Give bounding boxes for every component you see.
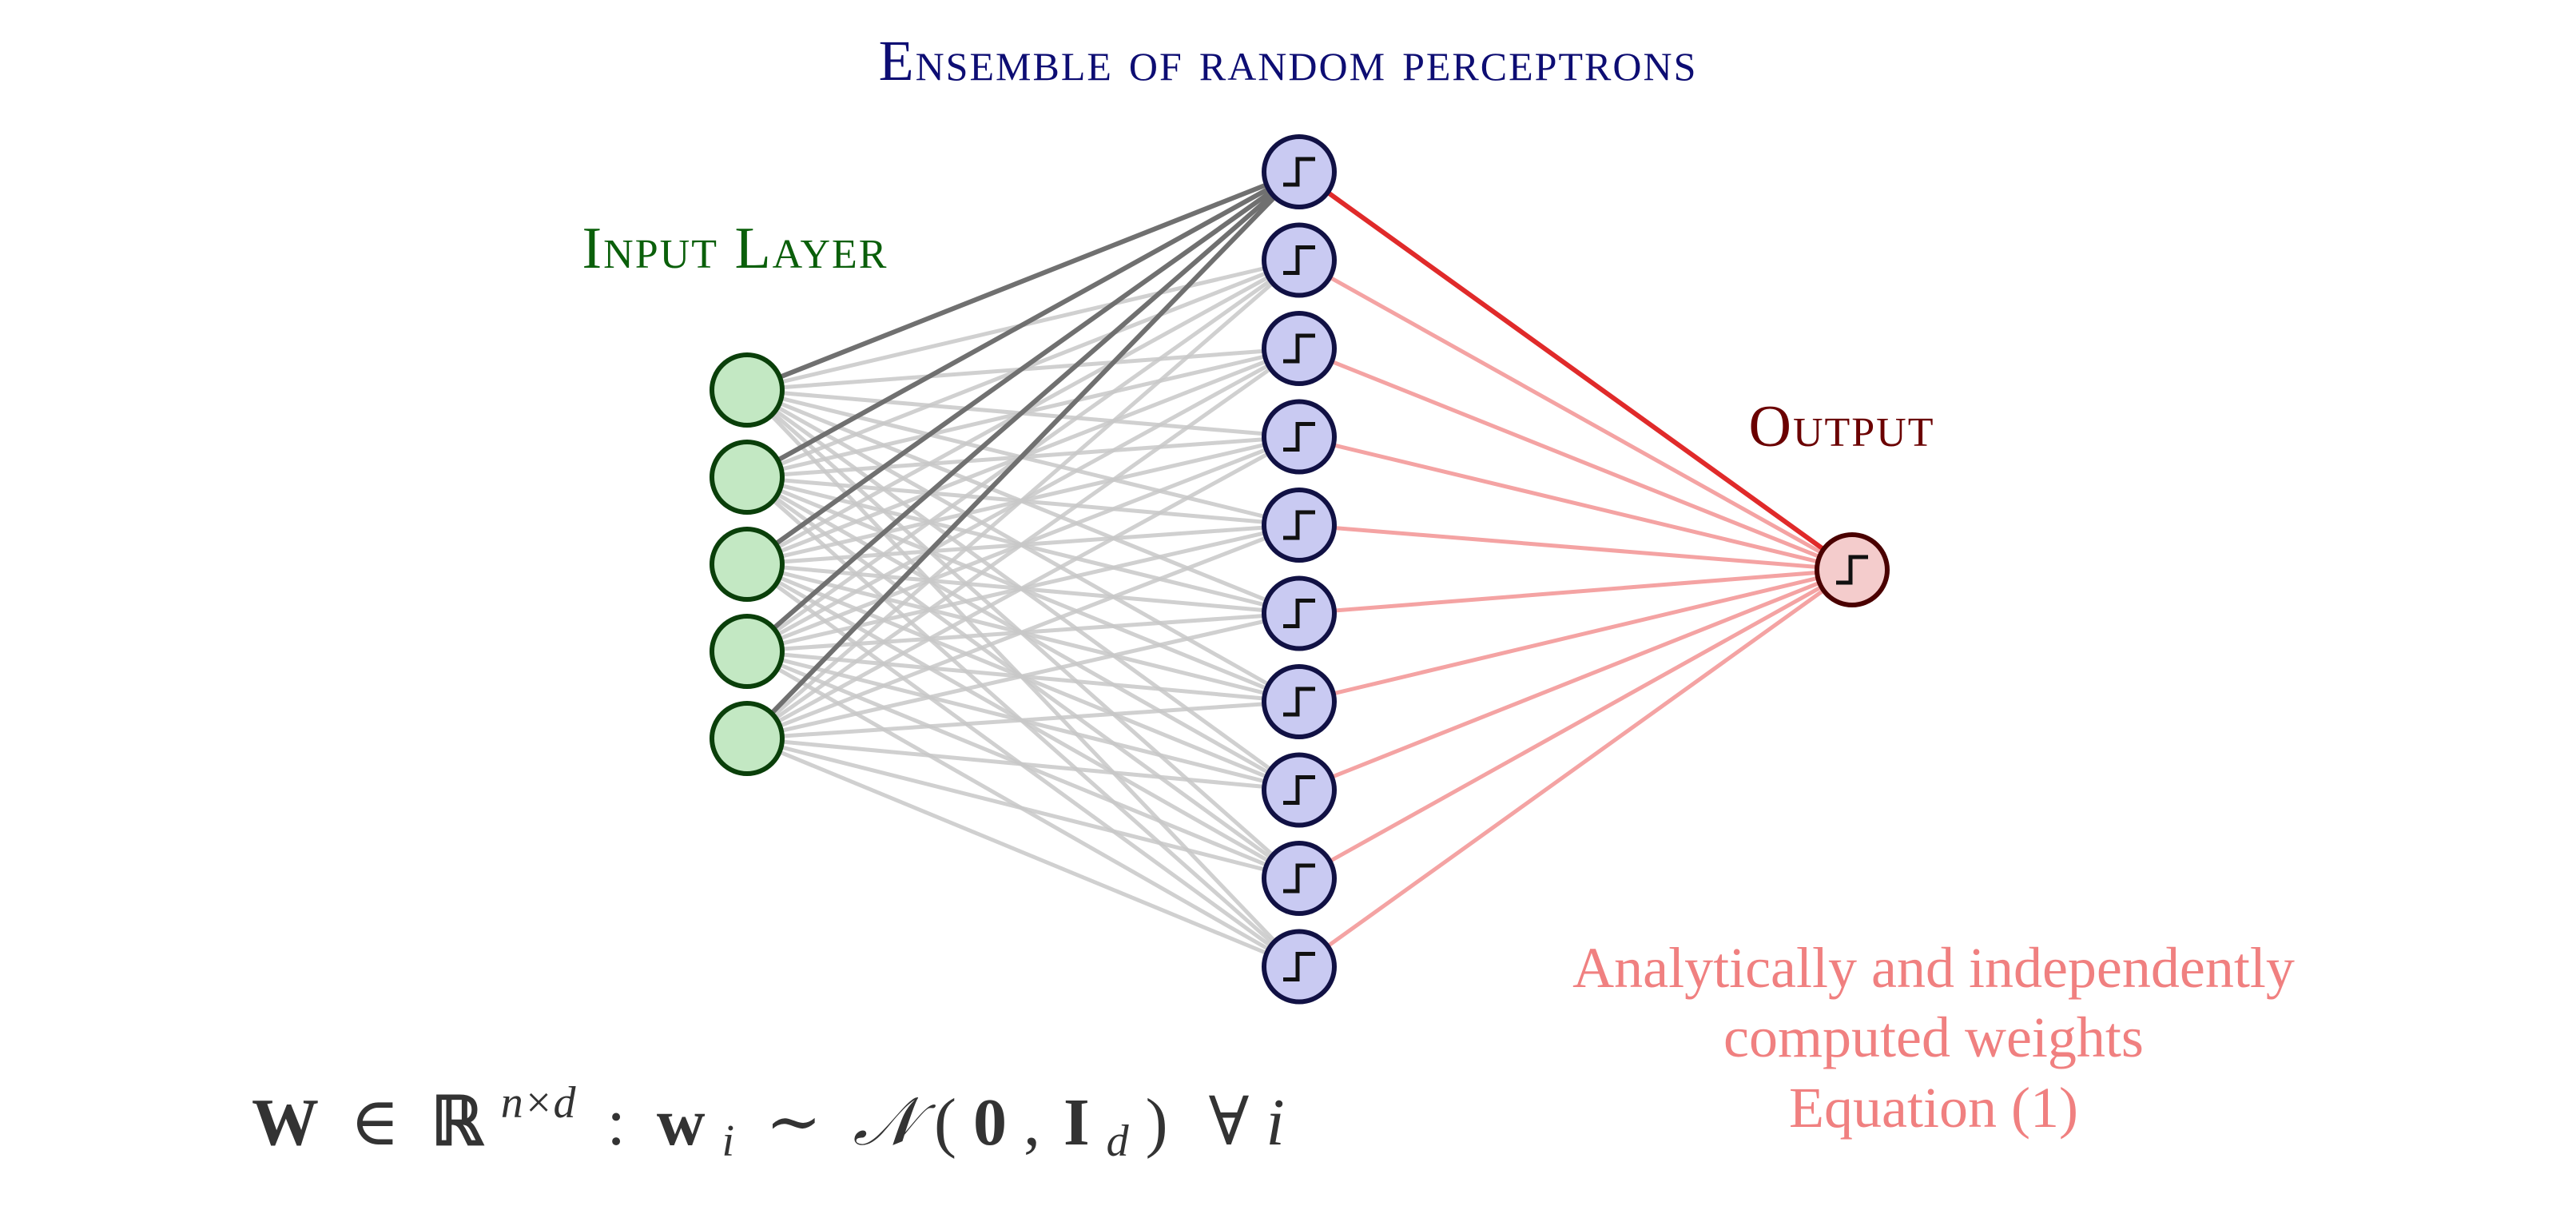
formula-subscript-d: d — [1107, 1116, 1130, 1166]
edge-hidden-9-output — [1298, 567, 1854, 881]
formula-i: i — [1266, 1085, 1284, 1160]
edge-input-5-hidden-3 — [745, 346, 1301, 741]
formula-open-paren: ( — [934, 1085, 956, 1160]
edge-hidden-3-output — [1298, 346, 1853, 572]
edge-hidden-5-output — [1298, 523, 1853, 572]
hidden-node-8 — [1262, 752, 1337, 828]
hidden-node-4 — [1262, 399, 1337, 475]
formula-w: w — [657, 1085, 706, 1160]
diagram-title: Ensemble of random perceptrons — [879, 29, 1698, 93]
annotation-line-2: computed weights — [1723, 1005, 2144, 1069]
edge-input-5-hidden-4 — [745, 435, 1301, 741]
edge-hidden-6-output — [1298, 567, 1853, 615]
edge-input-2-hidden-1 — [745, 169, 1301, 480]
formula-colon: : — [607, 1085, 626, 1160]
edge-hidden-10-output — [1298, 567, 1854, 969]
hidden-output-edges — [1298, 169, 1854, 969]
edge-input-5-hidden-2 — [745, 258, 1301, 740]
formula-I: I — [1063, 1085, 1090, 1160]
input-node-3 — [710, 527, 785, 602]
edge-input-5-hidden-8 — [746, 736, 1300, 792]
input-layer-label: Input Layer — [582, 216, 888, 281]
input-node-4 — [710, 614, 785, 689]
formula-sim: ∼ — [765, 1085, 821, 1160]
formula-W: W — [252, 1085, 319, 1160]
step-function-icon — [1283, 863, 1315, 894]
edge-hidden-7-output — [1298, 567, 1853, 704]
hidden-node-3 — [1262, 311, 1337, 386]
step-function-icon — [1283, 245, 1315, 275]
formula-in: ∈ — [350, 1085, 400, 1160]
hidden-node-6 — [1262, 575, 1337, 651]
input-hidden-edges — [745, 169, 1302, 969]
hidden-node-9 — [1262, 841, 1337, 916]
formula-close-paren: ) — [1146, 1085, 1168, 1160]
weight-formula: W ∈ ℝ n×d : w i ∼ 𝒩 ( 0 , I d ) ∀ i — [252, 1058, 1285, 1171]
edge-input-5-hidden-7 — [746, 699, 1300, 741]
formula-N: 𝒩 — [853, 1085, 936, 1160]
edge-input-1-hidden-1 — [745, 169, 1301, 392]
edge-hidden-8-output — [1298, 567, 1853, 792]
step-function-icon — [1283, 157, 1315, 187]
formula-comma: , — [1024, 1085, 1040, 1160]
edge-input-4-hidden-1 — [745, 169, 1301, 654]
annotation-line-3: Equation (1) — [1789, 1076, 2078, 1140]
hidden-node-2 — [1262, 222, 1337, 298]
hidden-node-10 — [1262, 929, 1337, 1005]
edge-input-5-hidden-5 — [746, 523, 1300, 741]
edge-input-5-hidden-9 — [746, 736, 1300, 881]
edge-hidden-4-output — [1298, 435, 1853, 572]
formula-forall: ∀ — [1209, 1085, 1250, 1160]
edge-hidden-2-output — [1298, 258, 1854, 572]
hidden-node-1 — [1262, 134, 1337, 209]
formula-subscript-i: i — [722, 1116, 735, 1166]
formula-exponent: n×d — [501, 1078, 577, 1128]
edge-input-5-hidden-6 — [746, 611, 1300, 741]
edge-input-3-hidden-1 — [745, 169, 1301, 567]
formula-R: ℝ — [431, 1085, 485, 1160]
step-function-icon — [1283, 333, 1315, 364]
output-node — [1815, 532, 1890, 607]
edge-input-5-hidden-10 — [746, 736, 1300, 969]
output-label: Output — [1749, 394, 1935, 460]
step-function-icon — [1283, 687, 1315, 717]
network-nodes — [710, 134, 1890, 1005]
input-node-2 — [710, 440, 785, 515]
edge-input-5-hidden-1 — [745, 169, 1302, 741]
step-function-icon — [1283, 775, 1315, 805]
step-function-icon — [1283, 510, 1315, 540]
step-function-icon — [1836, 555, 1868, 585]
step-function-icon — [1283, 599, 1315, 628]
annotation-line-1: Analytically and independently — [1572, 936, 2295, 1000]
input-node-1 — [710, 352, 785, 428]
weights-annotation: Analytically and independently computed … — [1572, 936, 2295, 1140]
hidden-node-5 — [1262, 488, 1337, 563]
step-function-icon — [1283, 422, 1315, 452]
edge-hidden-1-output — [1298, 169, 1854, 572]
step-function-icon — [1283, 952, 1315, 981]
input-node-5 — [710, 701, 785, 776]
formula-zero: 0 — [973, 1085, 1007, 1160]
hidden-node-7 — [1262, 664, 1337, 739]
